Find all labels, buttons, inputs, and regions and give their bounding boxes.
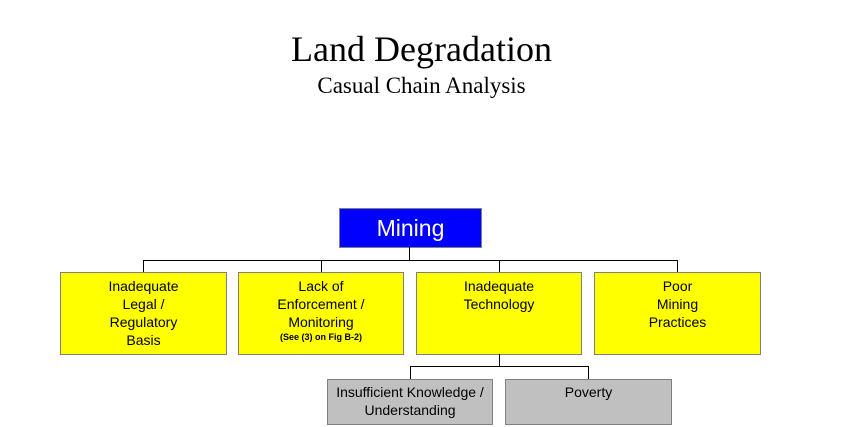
node-text: Lack of <box>298 278 344 294</box>
node-text: Technology <box>463 296 535 312</box>
connector <box>410 366 589 367</box>
cause-node-practices: Poor Mining Practices <box>594 272 761 355</box>
node-text: Enforcement / <box>277 296 365 312</box>
subcause-node-knowledge: Insufficient Knowledge / Understanding <box>327 379 493 425</box>
connector <box>410 366 411 379</box>
connector <box>499 260 500 272</box>
diagram-title: Land Degradation <box>291 29 552 69</box>
node-text: Basis <box>126 332 161 348</box>
node-text: Insufficient Knowledge / <box>336 384 484 400</box>
node-text: Legal / <box>122 296 165 312</box>
node-text: Regulatory <box>109 314 178 330</box>
connector <box>499 354 500 366</box>
node-text: Poor <box>662 278 693 294</box>
cause-node-legal: Inadequate Legal / Regulatory Basis <box>60 272 227 355</box>
node-text: Practices <box>648 314 707 330</box>
node-text: Monitoring <box>288 314 354 330</box>
subcause-node-poverty: Poverty <box>505 379 672 425</box>
node-text: Mining <box>656 296 699 312</box>
node-text: Inadequate <box>108 278 179 294</box>
node-note: (See (3) on Fig B-2) <box>279 332 362 342</box>
node-text: Inadequate <box>463 278 535 294</box>
cause-node-enforcement: Lack of Enforcement / Monitoring (See (3… <box>238 272 404 355</box>
connector <box>677 260 678 272</box>
connector <box>409 247 410 260</box>
connector <box>588 366 589 379</box>
connector <box>143 260 678 261</box>
root-node-mining: Mining <box>339 208 482 248</box>
node-text: Understanding <box>364 402 456 418</box>
connector <box>321 260 322 272</box>
node-text: Poverty <box>564 384 613 400</box>
connector <box>143 260 144 272</box>
cause-node-technology: Inadequate Technology <box>416 272 582 355</box>
diagram-subtitle: Casual Chain Analysis <box>317 73 526 98</box>
